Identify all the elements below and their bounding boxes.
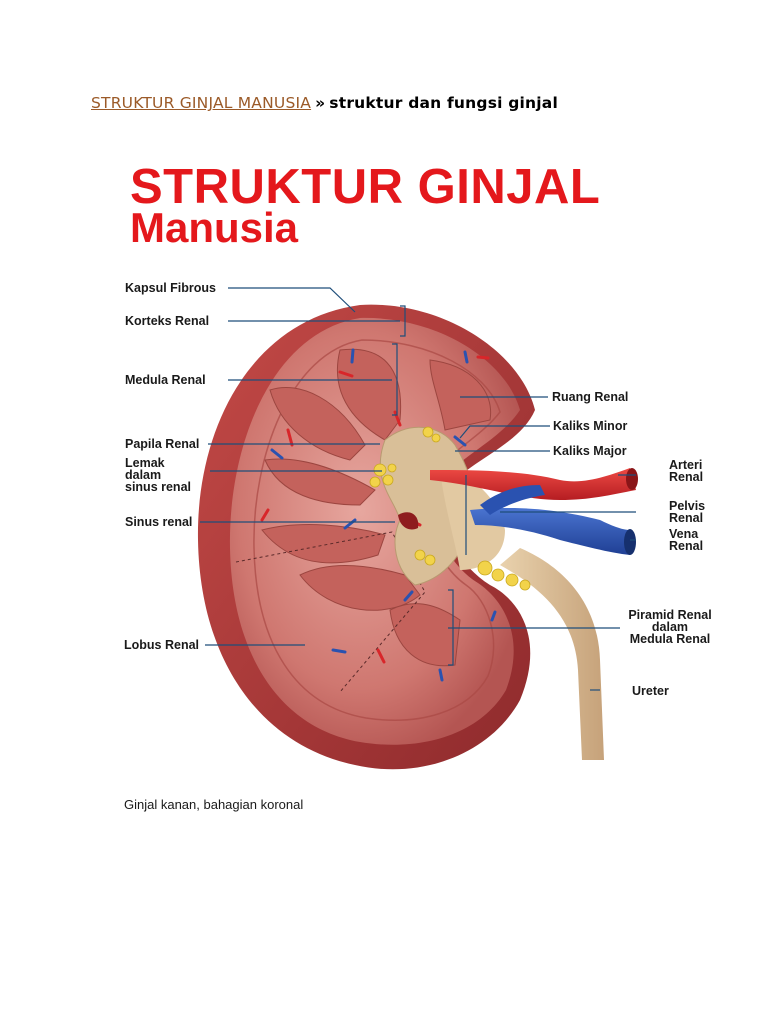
label-korteks-renal: Korteks Renal [125,314,210,328]
sinus-opening [398,512,419,530]
label-vena-renal: Vena Renal [669,527,704,553]
label-pelvis-renal: Pelvis Renal [669,499,706,525]
label-ruang-renal: Ruang Renal [552,390,629,404]
label-arteri-renal: Arteri Renal [669,458,704,484]
label-lobus-renal: Lobus Renal [124,638,200,652]
leader-lines [200,287,636,691]
breadcrumb-separator: » [315,94,326,112]
figure-title-line2: Manusia [130,204,299,251]
breadcrumb: STRUKTUR GINJAL MANUSIA»struktur dan fun… [91,94,558,112]
figure-caption: Ginjal kanan, bahagian koronal [124,797,304,812]
renal-sinus [379,426,475,586]
label-lemak-sinus: Lemak dalam sinus renal [125,456,191,494]
label-kapsul-fibrous: Kapsul Fibrous [125,281,216,295]
label-kaliks-minor: Kaliks Minor [553,419,628,433]
breadcrumb-current: struktur dan fungsi ginjal [329,94,558,112]
breadcrumb-link[interactable]: STRUKTUR GINJAL MANUSIA [91,94,312,112]
label-sinus-renal: Sinus renal [125,515,193,529]
renal-pelvis [440,470,505,570]
cortex-inner-line [253,339,501,721]
label-ureter: Ureter [632,684,669,698]
label-medula-renal: Medula Renal [125,373,206,387]
label-papila-renal: Papila Renal [125,437,200,451]
label-kaliks-major: Kaliks Major [553,444,627,458]
renal-artery [430,468,636,500]
ureter-tube [500,548,604,760]
label-piramid-renal: Piramid Renal dalam Medula Renal [628,608,712,646]
small-vessels [260,348,497,682]
figure-title-line1: STRUKTUR GINJAL [130,160,601,214]
renal-vein [470,508,630,555]
sinus-fat [369,426,531,591]
renal-vein-branch [480,485,545,515]
